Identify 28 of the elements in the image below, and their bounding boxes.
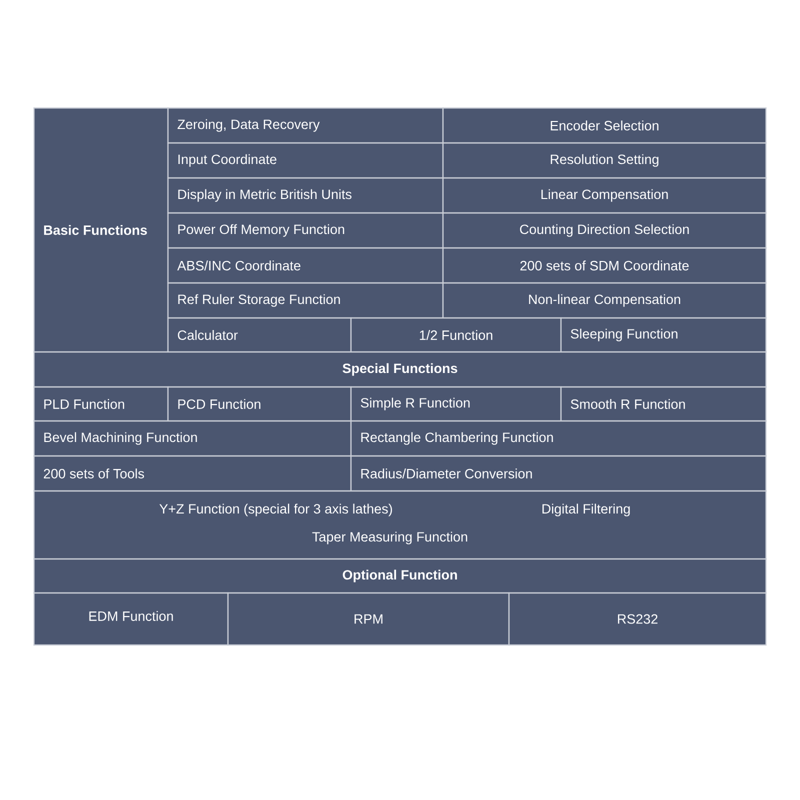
table-cell: Zeroing, Data Recovery — [167, 107, 444, 144]
table-cell: Smooth R Function — [560, 386, 767, 422]
table-cell: Radius/Diameter Conversion — [350, 455, 767, 492]
table-cell: RS232 — [508, 592, 767, 646]
label: Digital Filtering — [542, 504, 630, 516]
table-cell: Simple R Function — [350, 386, 562, 422]
table-cell: 1/2 Function — [350, 317, 562, 353]
table-cell: Resolution Setting — [442, 142, 767, 179]
table-cell: Ref Ruler Storage Function — [167, 282, 444, 319]
table-cell: 200 sets of Tools — [33, 455, 352, 492]
table-cell: Sleeping Function — [560, 317, 767, 353]
table-cell: Non-linear Compensation — [442, 282, 767, 319]
label: Taper Measuring Function — [312, 532, 468, 544]
table-cell: 200 sets of SDM Coordinate — [442, 247, 767, 284]
table-cell: Counting Direction Selection — [442, 212, 767, 249]
header-cell: Basic Functions — [33, 107, 169, 353]
table-cell: Input Coordinate — [167, 142, 444, 179]
table-cell: ABS/INC Coordinate — [167, 247, 444, 284]
table-cell: Linear Compensation — [442, 177, 767, 214]
table-cell: Calculator — [167, 317, 352, 353]
label: Y+Z Function (special for 3 axis lathes) — [159, 504, 392, 516]
table-cell: PLD Function — [33, 386, 169, 422]
table-cell: PCD Function — [167, 386, 352, 422]
table-cell: EDM Function — [33, 592, 229, 646]
table-cell: Power Off Memory Function — [167, 212, 444, 249]
table-cell: Encoder Selection — [442, 107, 767, 144]
table-cell: RPM — [227, 592, 510, 646]
table-cell: Display in Metric British Units — [167, 177, 444, 214]
